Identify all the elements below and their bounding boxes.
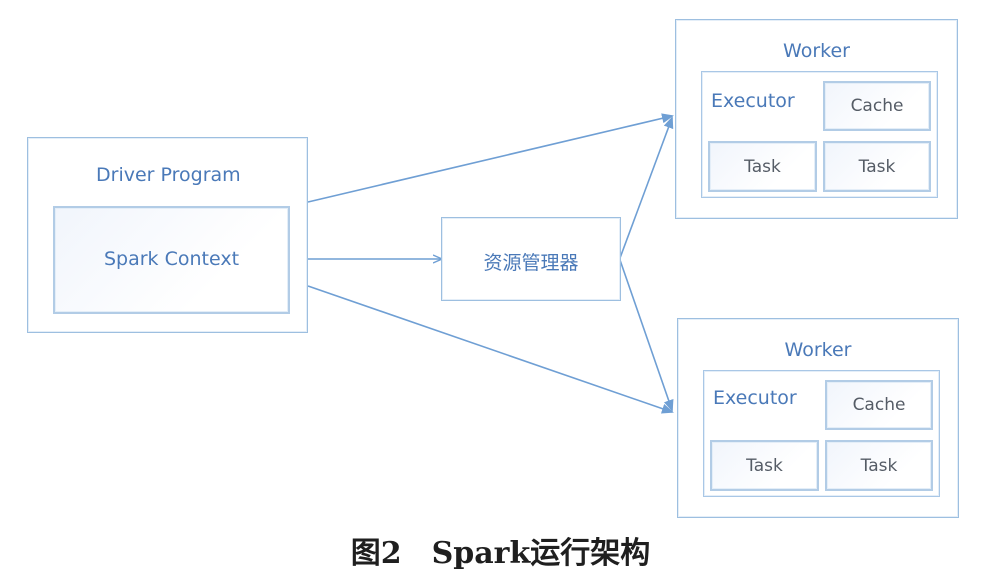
executor-box: Executor Cache Task Task (701, 71, 938, 198)
cache-label: Cache (850, 96, 904, 116)
task-label: Task (746, 456, 783, 476)
executor-label: Executor (713, 387, 797, 409)
worker-title: Worker (783, 40, 850, 62)
cache-box: Cache (825, 380, 933, 430)
task-label: Task (858, 157, 896, 177)
task-box: Task (710, 440, 819, 491)
spark-context-box: Spark Context (53, 206, 290, 314)
worker-title: Worker (784, 339, 852, 361)
task-box: Task (823, 141, 931, 192)
task-label: Task (744, 157, 781, 177)
task-box: Task (708, 141, 817, 192)
cache-label: Cache (852, 395, 906, 415)
driver-to-worker-2-arrow (307, 285, 674, 414)
worker-box: Worker Executor Cache Task Task (677, 318, 959, 518)
task-box: Task (825, 440, 933, 491)
resource-manager-box: 资源管理器 (441, 217, 621, 301)
driver-to-worker-1-arrow (307, 113, 674, 203)
spark-context-label: Spark Context (103, 248, 240, 270)
driver-program-title: Driver Program (96, 164, 241, 186)
figure-caption: 图2 Spark运行架构 (350, 536, 651, 571)
executor-label: Executor (711, 90, 795, 112)
driver-program-box: Driver Program Spark Context (27, 137, 308, 333)
resource-manager-to-worker-2-arrow (619, 259, 674, 412)
resource-manager-label: 资源管理器 (483, 252, 579, 274)
cache-box: Cache (823, 81, 931, 131)
worker-box: Worker Executor Cache Task Task (675, 19, 958, 219)
resource-manager-to-worker-1-arrow (619, 116, 674, 259)
executor-box: Executor Cache Task Task (703, 370, 940, 497)
task-label: Task (860, 456, 898, 476)
